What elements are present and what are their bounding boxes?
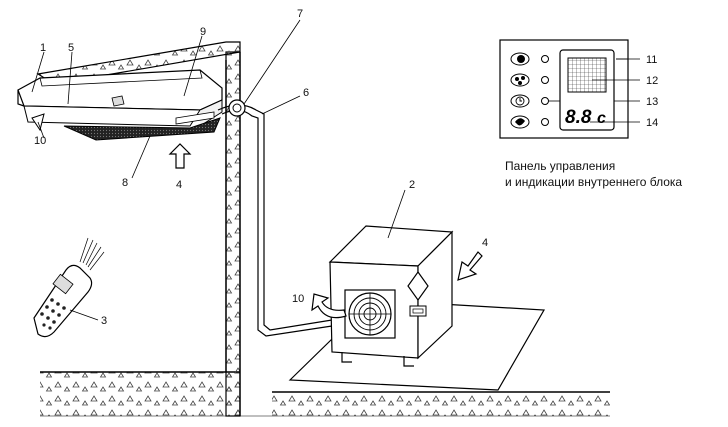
airflow-arrow-outdoor bbox=[458, 252, 482, 280]
mode-icon bbox=[511, 116, 529, 128]
callout-8: 8 bbox=[122, 177, 128, 189]
callout-12: 12 bbox=[646, 75, 658, 87]
power-icon bbox=[511, 53, 529, 65]
callout-5: 5 bbox=[68, 42, 74, 54]
timer-icon bbox=[511, 95, 529, 107]
indicator-led-1 bbox=[542, 56, 549, 63]
callout-9: 9 bbox=[200, 26, 206, 38]
callout-7: 7 bbox=[297, 8, 303, 20]
panel-caption-line2: и индикации внутреннего блока bbox=[505, 174, 727, 190]
display-digits: 8.8 bbox=[565, 107, 592, 128]
callout-4-outdoor: 4 bbox=[482, 237, 488, 249]
indoor-unit bbox=[18, 70, 222, 140]
callout-1: 1 bbox=[40, 42, 46, 54]
callout-6: 6 bbox=[303, 87, 309, 99]
airflow-arrow-indoor bbox=[170, 144, 190, 168]
indicator-led-2 bbox=[542, 77, 549, 84]
callout-4-indoor: 4 bbox=[176, 179, 182, 191]
callout-13: 13 bbox=[646, 96, 658, 108]
panel-caption: Панель управления и индикации внутреннег… bbox=[505, 158, 727, 190]
callout-3: 3 bbox=[101, 315, 107, 327]
fan-icon bbox=[511, 74, 529, 86]
callout-2: 2 bbox=[409, 179, 415, 191]
callout-10-outdoor: 10 bbox=[292, 293, 304, 305]
indicator-panel: 8.8 c bbox=[500, 40, 628, 138]
callout-10-indoor: 10 bbox=[34, 135, 46, 147]
indicator-led-4 bbox=[542, 119, 549, 126]
indicator-led-3 bbox=[542, 98, 549, 105]
callout-11: 11 bbox=[646, 54, 657, 66]
panel-caption-line1: Панель управления bbox=[505, 158, 727, 174]
callout-14: 14 bbox=[646, 117, 658, 129]
remote-control bbox=[34, 238, 104, 337]
display-unit: c bbox=[597, 110, 606, 127]
receiver-grid bbox=[568, 58, 606, 92]
